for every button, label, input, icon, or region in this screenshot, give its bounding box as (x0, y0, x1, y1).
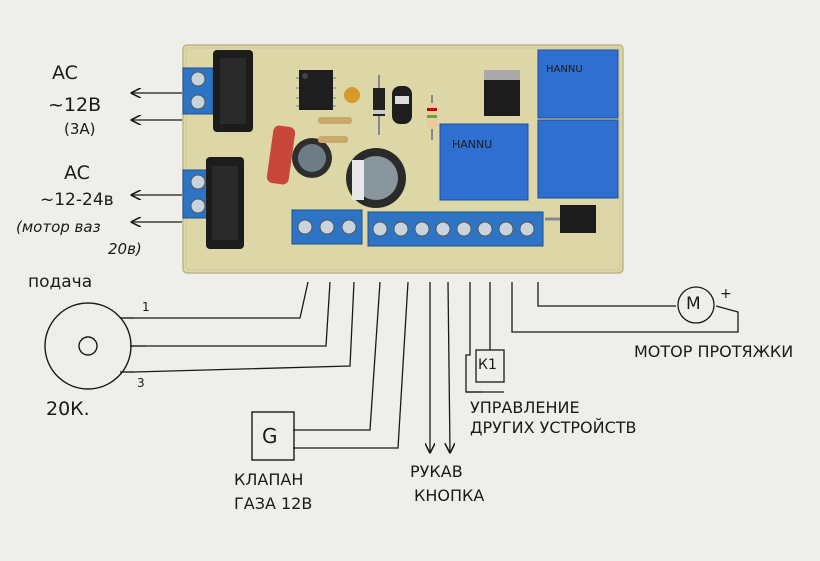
ac2-note-line2: 20в) (108, 240, 142, 258)
relay-1: HANNU (439, 123, 529, 201)
motor-plus: + (720, 286, 732, 302)
motor-wires (511, 282, 739, 333)
ac1-arrows (132, 93, 182, 120)
ic-chip (296, 70, 336, 110)
diode (373, 75, 385, 135)
ac1-title: AC (52, 62, 78, 84)
capacitor-large (346, 148, 406, 208)
sleeve-line2: КНОПКА (414, 486, 485, 505)
valve-line1: КЛАПАН (234, 470, 304, 489)
input-terminal-ac1 (182, 67, 214, 115)
pot-value: 20К. (46, 398, 90, 420)
heatsink-bridge-1 (213, 50, 253, 132)
valve-symbol: G (262, 424, 278, 448)
pot-wires (133, 281, 355, 373)
sleeve-line1: РУКАВ (410, 462, 463, 481)
resistor-small (427, 95, 437, 140)
ac2-note-line1: (мотор ваз (16, 218, 101, 236)
potentiometer-symbol (44, 302, 146, 390)
relay-symbol: К1 (478, 357, 497, 373)
relay-2: HANNU (537, 49, 619, 119)
control-line1: УПРАВЛЕНИЕ (470, 398, 580, 417)
relay-2-marking: HANNU (546, 64, 583, 75)
ac2-arrows (132, 195, 182, 222)
ac2-voltage: ~12-24в (40, 190, 114, 210)
power-diode (545, 205, 596, 233)
ac1-voltage: ~12В (48, 94, 102, 116)
terminal-block-main (367, 211, 544, 247)
terminal-block-pot (291, 209, 363, 245)
ac1-current: (3А) (64, 120, 96, 138)
heatsink-bridge-2 (206, 157, 244, 249)
tantalum-capacitor (344, 87, 360, 103)
relay-1-marking: HANNU (452, 138, 492, 151)
feed-title: подача (28, 272, 93, 292)
transistor (392, 86, 412, 124)
capacitor-small (292, 138, 332, 178)
sleeve-wires (430, 281, 450, 452)
relay-3 (537, 119, 619, 199)
pot-pin1: 1 (142, 300, 150, 314)
valve-box (251, 411, 295, 461)
control-line2: ДРУГИХ УСТРОЙСТВ (470, 418, 637, 437)
valve-line2: ГАЗА 12В (234, 494, 313, 513)
valve-wires (293, 281, 409, 449)
resistor-power (266, 125, 296, 185)
motor-label: МОТОР ПРОТЯЖКИ (634, 342, 794, 361)
ac2-title: AC (64, 162, 90, 184)
pot-pin3: 3 (137, 376, 145, 390)
relay-wires (465, 282, 505, 393)
voltage-regulator (484, 70, 520, 116)
resistor-row (318, 117, 352, 143)
motor-symbol: М (686, 294, 701, 314)
